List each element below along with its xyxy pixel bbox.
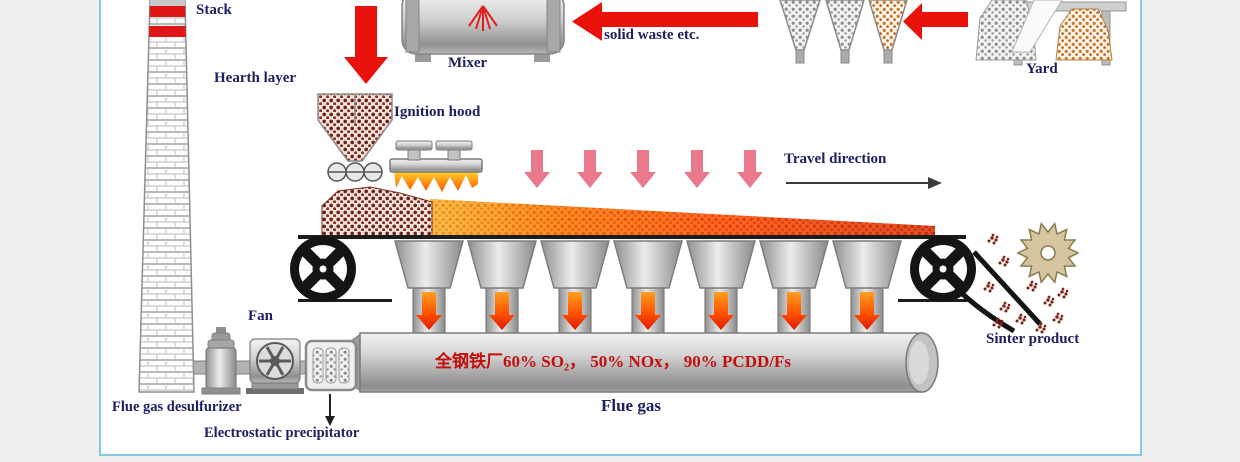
yard-label: Yard	[1026, 61, 1058, 77]
solid-waste-label: solid waste etc.	[604, 27, 700, 43]
head-pulley	[290, 236, 356, 302]
flow-arrow-hoppers-to-mixer	[572, 2, 758, 41]
duct-emissions-text: 全钢铁厂60% SO₂， 50% NOx， 90% PCDD/Fs	[435, 352, 791, 371]
electrostatic-precipitator-device	[304, 339, 358, 426]
electrostatic-precipitator-label: Electrostatic precipitator	[204, 425, 360, 441]
sinter-product-label: Sinter product	[986, 331, 1080, 347]
proportioning-hoppers	[779, 0, 908, 64]
mixer-vessel	[401, 0, 565, 62]
stack-chimney	[138, 0, 195, 393]
flow-arrow-mixer-to-feeder	[344, 6, 388, 84]
feed-down-arrows	[524, 150, 763, 188]
mixer-label: Mixer	[448, 55, 488, 71]
flow-arrow-yard-to-hoppers	[903, 3, 968, 40]
flue-gas-label: Flue gas	[601, 396, 661, 415]
mixer-spray-icon	[468, 5, 498, 31]
raw-material-yard	[975, 0, 1127, 66]
flue-gas-desulfurizer-label: Flue gas desulfurizer	[112, 399, 242, 415]
sinter-product-discharge	[954, 222, 1080, 334]
wind-boxes	[394, 240, 902, 337]
tail-pulley	[910, 236, 976, 302]
fan-label: Fan	[248, 308, 274, 324]
flue-gas-desulfurizer-device	[201, 327, 241, 395]
stack-label: Stack	[196, 2, 232, 18]
ignition-hood-label: Ignition hood	[394, 104, 481, 120]
feeder-rollers-icon	[327, 162, 383, 182]
ignition-hood-device	[389, 140, 483, 192]
sinter-bed	[298, 186, 968, 302]
travel-direction-arrow-icon	[786, 177, 942, 189]
fan-device	[246, 338, 304, 394]
esp-pointer-arrow-icon	[325, 394, 335, 426]
flue-gas-duct	[337, 332, 939, 393]
hearth-layer-label: Hearth layer	[214, 70, 297, 86]
hearth-layer-feeder	[317, 93, 393, 182]
travel-direction-label: Travel direction	[784, 151, 887, 167]
